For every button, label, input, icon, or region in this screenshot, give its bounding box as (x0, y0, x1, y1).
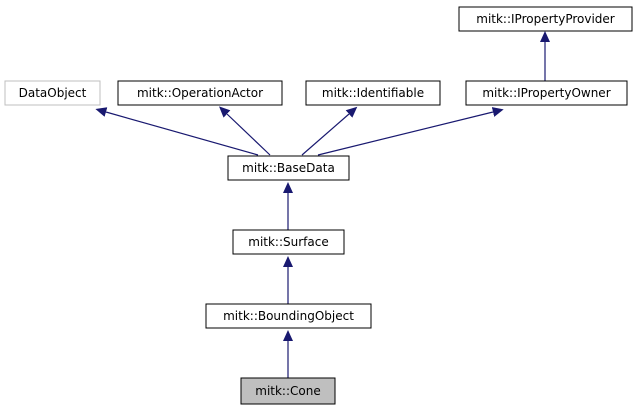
node-bounding-object[interactable]: mitk::BoundingObject (205, 303, 372, 329)
node-label: mitk::Surface (248, 235, 328, 249)
node-label: mitk::IPropertyProvider (476, 12, 615, 26)
node-cone[interactable]: mitk::Cone (240, 377, 336, 405)
node-iproperty-owner[interactable]: mitk::IPropertyOwner (465, 80, 628, 106)
edges-group (95, 31, 550, 378)
edge-base-data-to-iproperty-owner (317, 107, 504, 156)
node-operation-actor[interactable]: mitk::OperationActor (117, 80, 283, 106)
node-label: mitk::BaseData (242, 161, 335, 175)
node-base-data[interactable]: mitk::BaseData (227, 155, 350, 181)
node-label: mitk::OperationActor (137, 86, 263, 100)
edge-base-data-to-identifiable (301, 106, 358, 156)
node-label: DataObject (19, 86, 87, 100)
node-surface[interactable]: mitk::Surface (232, 229, 345, 255)
node-iproperty-provider[interactable]: mitk::IPropertyProvider (458, 6, 633, 32)
edge-base-data-to-operation-actor (219, 106, 271, 156)
node-label: mitk::IPropertyOwner (482, 86, 610, 100)
node-label: mitk::Cone (255, 384, 320, 398)
node-label: mitk::Identifiable (322, 86, 424, 100)
edge-base-data-to-data-object (95, 107, 259, 156)
node-identifiable[interactable]: mitk::Identifiable (305, 80, 441, 106)
node-data-object[interactable]: DataObject (4, 80, 101, 106)
node-label: mitk::BoundingObject (223, 309, 354, 323)
